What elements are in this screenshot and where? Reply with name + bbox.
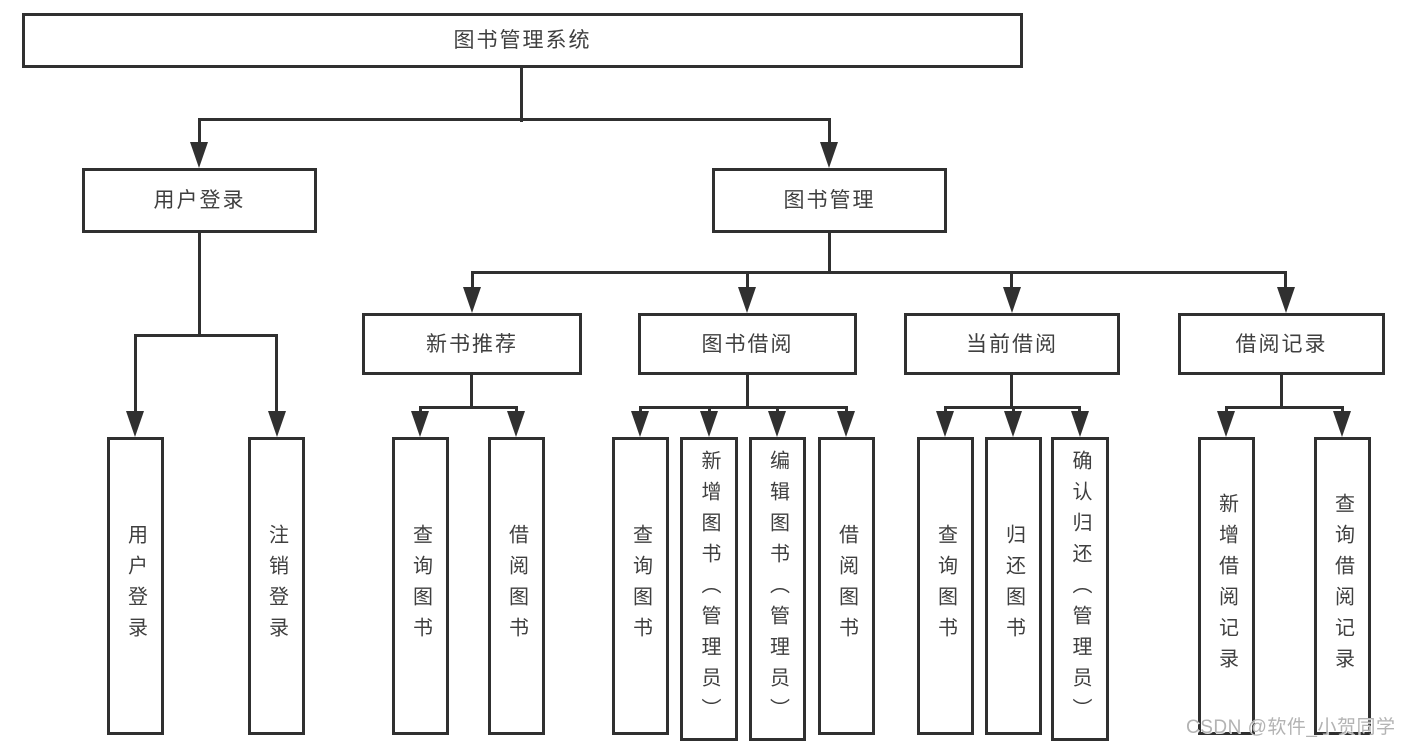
node-current-borrow-label: 当前借阅 bbox=[966, 332, 1058, 356]
connector-arrow-shaft-book-management bbox=[828, 118, 831, 146]
connector-user-login-bar bbox=[134, 334, 278, 337]
leaf-cb-confirm-return-admin-label: 确认归还（管理员） bbox=[1069, 449, 1091, 729]
connector-current-borrow-stem bbox=[1010, 375, 1013, 409]
arrow-to-bb-edit-books bbox=[768, 411, 786, 437]
connector-borrow-records-stem bbox=[1280, 375, 1283, 409]
arrow-to-br-add-record bbox=[1217, 411, 1235, 437]
leaf-nb-query-books: 查询图书 bbox=[392, 437, 449, 735]
arrow-to-user-login bbox=[190, 142, 208, 168]
connector-book-management-stem bbox=[828, 233, 831, 274]
leaf-nb-borrow-books-label: 借阅图书 bbox=[505, 524, 528, 648]
leaf-bb-add-books-admin-label: 新增图书（管理员） bbox=[698, 449, 720, 729]
arrow-to-cb-query-books bbox=[936, 411, 954, 437]
node-user-login: 用户登录 bbox=[82, 168, 317, 233]
leaf-logout: 注销登录 bbox=[248, 437, 305, 735]
connector-book-borrow-bar bbox=[639, 406, 848, 409]
node-user-login-label: 用户登录 bbox=[153, 189, 246, 212]
node-book-management-label: 图书管理 bbox=[783, 189, 876, 212]
node-borrow-records-label: 借阅记录 bbox=[1235, 332, 1328, 356]
connector-user-login-stem bbox=[198, 233, 201, 337]
arrow-to-current-borrow bbox=[1003, 287, 1021, 313]
leaf-user-login-label: 用户登录 bbox=[124, 524, 147, 648]
connector-arrow-shaft-user-login bbox=[198, 118, 201, 146]
leaf-bb-borrow-books: 借阅图书 bbox=[818, 437, 875, 735]
arrow-to-bb-query-books bbox=[631, 411, 649, 437]
arrow-to-leaf-user-login bbox=[126, 411, 144, 437]
node-book-management: 图书管理 bbox=[712, 168, 947, 233]
node-new-book-recommend: 新书推荐 bbox=[362, 313, 582, 375]
leaf-nb-borrow-books: 借阅图书 bbox=[488, 437, 545, 735]
connector-arrow-shaft-leaf-logout bbox=[275, 334, 278, 420]
leaf-cb-query-books-label: 查询图书 bbox=[934, 524, 957, 648]
connector-new-book-stem bbox=[470, 375, 473, 409]
arrow-to-new-book-recommend bbox=[463, 287, 481, 313]
arrow-to-book-borrow bbox=[738, 287, 756, 313]
leaf-br-query-record-label: 查询借阅记录 bbox=[1331, 493, 1354, 679]
arrow-to-borrow-records bbox=[1277, 287, 1295, 313]
connector-arrow-shaft-book-borrow bbox=[746, 271, 749, 295]
node-new-book-recommend-label: 新书推荐 bbox=[426, 332, 518, 356]
leaf-bb-query-books-label: 查询图书 bbox=[629, 524, 652, 648]
node-book-borrow: 图书借阅 bbox=[638, 313, 857, 375]
leaf-br-query-record: 查询借阅记录 bbox=[1314, 437, 1371, 735]
csdn-watermark: CSDN @软件_小贺同学 bbox=[1186, 717, 1396, 738]
leaf-br-add-record-label: 新增借阅记录 bbox=[1215, 493, 1238, 679]
leaf-bb-edit-books-admin-label: 编辑图书（管理员） bbox=[766, 449, 789, 729]
arrow-to-cb-confirm-return bbox=[1071, 411, 1089, 437]
leaf-bb-query-books: 查询图书 bbox=[612, 437, 669, 735]
leaf-nb-query-books-label: 查询图书 bbox=[409, 524, 432, 648]
node-root-label: 图书管理系统 bbox=[453, 29, 592, 52]
arrow-to-nb-query-books bbox=[411, 411, 429, 437]
node-root: 图书管理系统 bbox=[22, 13, 1023, 68]
leaf-logout-label: 注销登录 bbox=[265, 524, 288, 648]
node-borrow-records: 借阅记录 bbox=[1178, 313, 1385, 375]
arrow-to-br-query-record bbox=[1333, 411, 1351, 437]
leaf-bb-borrow-books-label: 借阅图书 bbox=[835, 524, 858, 648]
node-current-borrow: 当前借阅 bbox=[904, 313, 1120, 375]
node-book-borrow-label: 图书借阅 bbox=[701, 332, 794, 356]
arrow-to-bb-add-books bbox=[700, 411, 718, 437]
leaf-cb-return-books: 归还图书 bbox=[985, 437, 1042, 735]
connector-new-book-bar bbox=[419, 406, 518, 409]
arrow-to-nb-borrow-books bbox=[507, 411, 525, 437]
arrow-to-bb-borrow-books bbox=[837, 411, 855, 437]
leaf-br-add-record: 新增借阅记录 bbox=[1198, 437, 1255, 735]
arrow-to-leaf-logout bbox=[268, 411, 286, 437]
connector-arrow-shaft-new-book bbox=[471, 271, 474, 295]
connector-arrow-shaft-leaf-user-login bbox=[134, 334, 137, 420]
connector-arrow-shaft-borrow-records bbox=[1284, 271, 1287, 295]
arrow-to-book-management bbox=[820, 142, 838, 168]
connector-level1-bar bbox=[198, 118, 831, 121]
leaf-cb-confirm-return-admin: 确认归还（管理员） bbox=[1051, 437, 1109, 741]
leaf-user-login: 用户登录 bbox=[107, 437, 164, 735]
connector-level3-bar bbox=[471, 271, 1287, 274]
arrow-to-cb-return-books bbox=[1004, 411, 1022, 437]
connector-root-stem bbox=[520, 68, 523, 122]
connector-book-borrow-stem bbox=[746, 375, 749, 409]
connector-borrow-records-bar bbox=[1225, 406, 1344, 409]
connector-arrow-shaft-current-borrow bbox=[1010, 271, 1013, 295]
leaf-bb-edit-books-admin: 编辑图书（管理员） bbox=[749, 437, 806, 741]
leaf-cb-query-books: 查询图书 bbox=[917, 437, 974, 735]
leaf-bb-add-books-admin: 新增图书（管理员） bbox=[680, 437, 738, 741]
leaf-cb-return-books-label: 归还图书 bbox=[1002, 524, 1025, 648]
